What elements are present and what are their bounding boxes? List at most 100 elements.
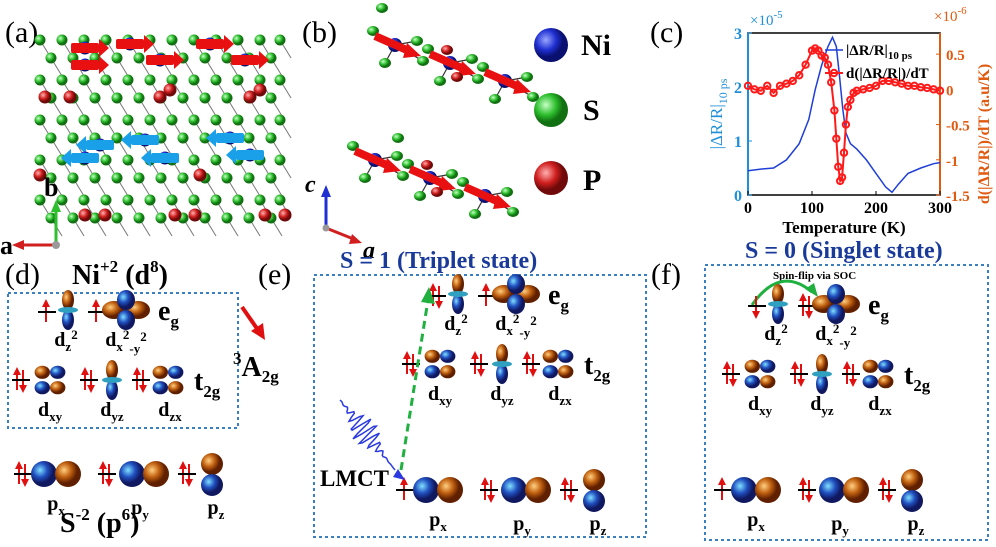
orbital-lobe [106, 360, 118, 380]
orbital-torus [812, 371, 832, 377]
spin-up-head [400, 477, 408, 485]
orbital-label-main: p [208, 497, 219, 519]
spin-up-head [15, 461, 23, 469]
orbital-label-main: d [38, 399, 49, 421]
s-atom [221, 172, 233, 184]
orbital-group-label: t2g [904, 360, 931, 395]
orbital-lobe [862, 359, 878, 373]
s-atom [232, 114, 244, 126]
s-atom [166, 74, 178, 86]
orbital-label-sub: zx [879, 403, 892, 418]
orbital-label-main: d [158, 399, 169, 421]
orbital-lobe [772, 284, 784, 304]
series-reflectivity-line [747, 35, 941, 194]
orbital-label: dzx [868, 393, 892, 418]
spin-up-head [718, 477, 726, 485]
spin-arrow-left [151, 153, 179, 163]
orbital-lobe [755, 477, 781, 503]
s-atom [469, 209, 481, 219]
s-atom [89, 172, 101, 184]
orbital-lobe [437, 477, 463, 503]
y-left-axis-label-sub: 10 ps [716, 78, 730, 104]
s-atom [188, 74, 200, 86]
legend-label-reflectivity-sub: 10 ps [888, 50, 913, 62]
spin-arrow-head [99, 56, 109, 74]
panel-a: (a) b a [0, 16, 292, 260]
spin-up-head [799, 293, 807, 301]
right-scale-base: ×10 [934, 9, 957, 25]
derivative-marker [871, 81, 881, 91]
spin-down-head [435, 301, 443, 309]
s-atom [452, 189, 464, 199]
s-atom [265, 172, 277, 184]
s-atom [472, 74, 484, 84]
derivative-marker [830, 106, 839, 115]
derivative-marker [743, 81, 753, 91]
spin-down-head [752, 311, 760, 319]
orbital-label-sup: 2 [530, 313, 537, 328]
s-atom [232, 74, 244, 86]
p-atom [78, 208, 92, 222]
s-atom [243, 172, 255, 184]
orbital-lobe [424, 349, 440, 363]
s-atom [133, 212, 145, 224]
y-right-tick-label: 0.5 [946, 48, 965, 64]
s-atom [265, 132, 277, 144]
s-atom [45, 172, 57, 184]
triplet-title: S = 1 (Triplet state) [340, 248, 537, 274]
orbital-label-main: p [513, 513, 524, 535]
orbital-lobe [31, 461, 57, 487]
spin-arrow-head [458, 61, 476, 76]
derivative-marker [827, 78, 836, 87]
orbital-lobe [878, 359, 894, 373]
x-tick-label: 300 [928, 200, 952, 217]
s-atom [221, 52, 233, 64]
orbital-lobe [558, 349, 574, 363]
s-atom [265, 92, 277, 104]
orbital-label: pz [208, 497, 225, 522]
spin-down-head [409, 369, 417, 377]
orbital-label: dx2-y2 [105, 327, 146, 356]
p-atom [253, 83, 267, 97]
derivative-marker [846, 95, 855, 105]
s-atom [243, 132, 255, 144]
spin-down-head [19, 385, 27, 393]
orbital-lobe [760, 375, 776, 389]
orbital-group-label: eg [868, 290, 889, 325]
term-symbol: 3A2g [233, 349, 279, 386]
orbital-label: dyz [100, 399, 124, 424]
orbital-group-label-sub: 2g [203, 382, 220, 401]
s-config-title: S-2 (p6) [60, 505, 139, 539]
panel-d-label: (d) [5, 258, 40, 291]
s-atom [166, 114, 178, 126]
s-atom [414, 191, 426, 201]
spin-arrow-head [144, 35, 154, 53]
s-atom [89, 212, 101, 224]
orbital-group-label-main: t [904, 360, 914, 391]
orbital-label: px [47, 493, 65, 518]
y-left-axis-label: |ΔR/R|10 ps [707, 78, 730, 149]
triplet-box [313, 274, 647, 538]
orbital-lobe [440, 349, 456, 363]
p-atom [168, 208, 182, 222]
s-atom [67, 212, 79, 224]
orbital-label-sub: xy [759, 403, 773, 418]
orbital-label-main: d [444, 313, 455, 335]
orbital-label: py [513, 513, 531, 538]
legend-ni-label: Ni [581, 29, 611, 62]
spin-down-head [87, 385, 95, 393]
orbital-lobe [117, 310, 135, 330]
s-atom [78, 114, 90, 126]
orbital-label-main: p [747, 509, 758, 531]
spin-arrow-left [71, 153, 99, 163]
orbital-torus [102, 377, 122, 383]
orbital-label-main: d [428, 383, 439, 405]
orbital-group-label-sub: g [170, 312, 179, 331]
spin-up-head [471, 351, 479, 359]
orbital-lobe [413, 477, 439, 503]
spin-down-head [567, 495, 575, 503]
spin-up-head [179, 461, 187, 469]
panel-f-label: (f) [651, 258, 681, 291]
